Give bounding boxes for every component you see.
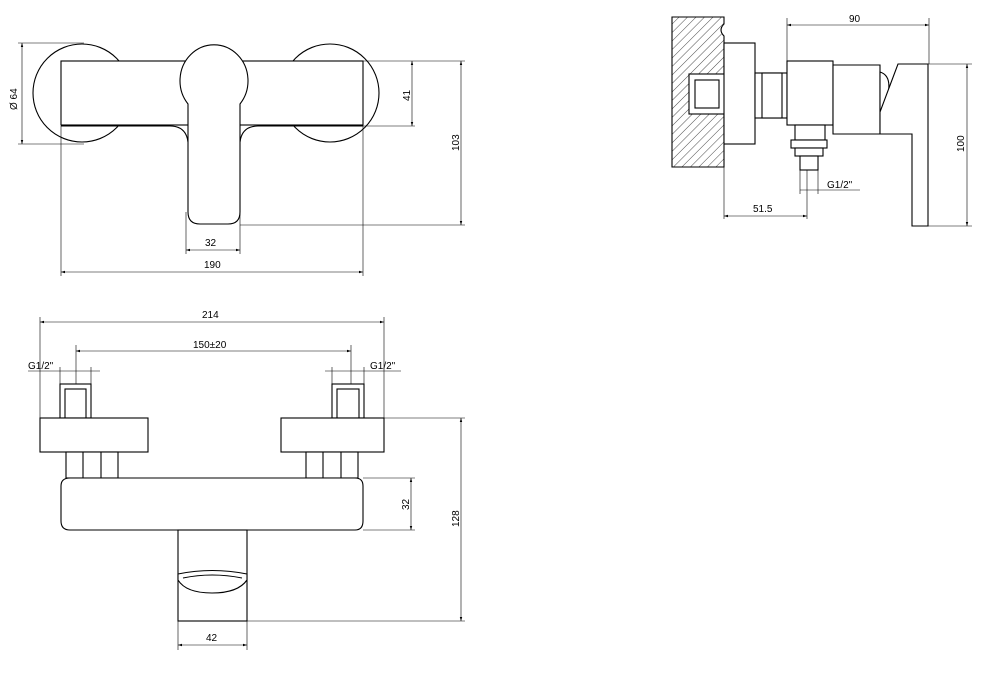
dim-side-height-100: 100 [956,135,967,152]
dim-front-width-190: 190 [204,260,221,271]
dim-side-thread: G1/2" [827,180,853,191]
mixer-body-side [786,60,834,126]
lever-side [879,63,929,227]
left-nut [65,451,119,479]
dim-top-thread-left: G1/2" [28,361,54,372]
mixer-body-top [60,477,364,531]
dim-top-width-150: 150±20 [193,340,227,351]
left-rosette-top [39,417,149,453]
top-view: 214 150±20 G1/2" G1/2" 32 128 42 [28,310,465,650]
outlet-thread [799,155,819,171]
dim-side-width-51-5: 51.5 [753,204,773,215]
dim-front-height-41: 41 [402,89,413,101]
dim-top-width-214: 214 [202,310,219,321]
side-view: 90 100 51.5 G1/2" [671,14,972,227]
dim-top-thread-right: G1/2" [370,361,396,372]
right-rosette-top [280,417,385,453]
lever-handle [179,44,249,225]
wall-rosette [723,42,756,145]
dim-top-height-128: 128 [451,510,462,527]
dim-side-width-90: 90 [849,14,861,25]
dim-front-height-103: 103 [451,134,462,151]
dim-top-width-42: 42 [206,633,218,644]
dim-top-height-32: 32 [401,498,412,510]
dim-front-diameter: Ø 64 [9,88,20,110]
dim-front-width-32: 32 [205,238,217,249]
front-view: Ø 64 41 103 32 190 [9,42,465,276]
right-nut [305,451,359,479]
